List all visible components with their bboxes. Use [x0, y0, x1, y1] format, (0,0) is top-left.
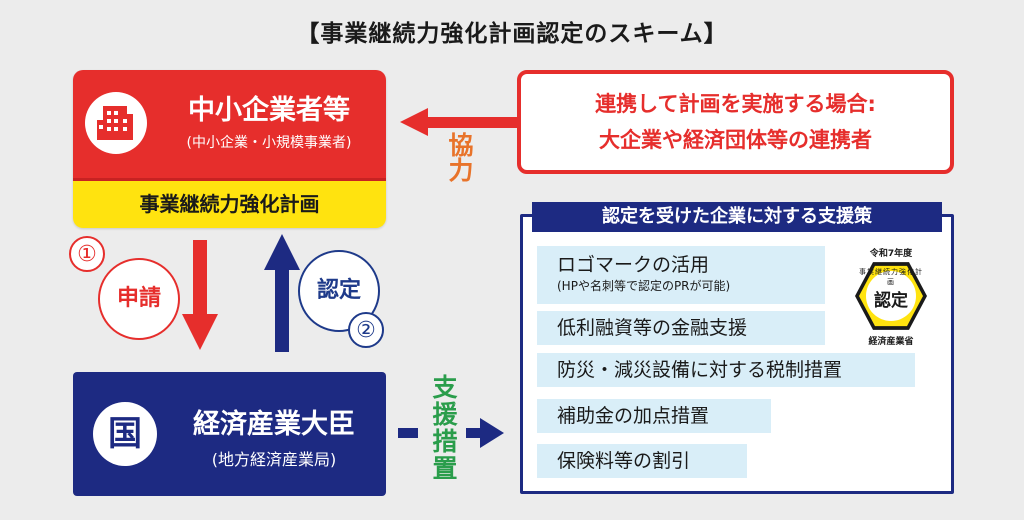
cooperation-label: 協力 [434, 132, 484, 182]
cooperation-arrow [400, 108, 518, 136]
support-item-insurance: 保険料等の割引 [537, 444, 747, 478]
support-item-label: ロゴマークの活用 [557, 254, 710, 276]
certification-seal: 令和7年度 事業継続力強化計画 認定 経済産業省 [838, 246, 944, 350]
seal-year: 令和7年度 [869, 249, 913, 259]
partner-line-2: 大企業や経済団体等の連携者 [599, 128, 872, 152]
seal-ring-text: 事業継続力強化計画 [859, 268, 923, 286]
apply-step-number: ① [69, 236, 105, 272]
support-panel-header: 認定を受けた企業に対する支援策 [532, 202, 942, 232]
sme-subtitle: (中小企業・小規模事業者) [186, 135, 352, 151]
apply-label: 申請 [98, 258, 180, 340]
support-arrow [398, 418, 504, 448]
support-item-subsidy: 補助金の加点措置 [537, 399, 771, 433]
apply-arrow [182, 240, 218, 350]
sme-title: 中小企業者等 [188, 95, 350, 126]
ministry-box: 国 経済産業大臣 (地方経済産業局) [73, 372, 386, 496]
certify-step-number: ② [348, 312, 384, 348]
support-measures-label: 支援措置 [418, 374, 468, 482]
seal-issuer: 経済産業省 [868, 337, 914, 347]
building-icon [85, 92, 147, 154]
ministry-title: 経済産業大臣 [193, 409, 355, 440]
sme-box-header: 中小企業者等 (中小企業・小規模事業者) [73, 70, 386, 178]
cooperation-label-text: 協力 [445, 132, 474, 182]
partner-line-1: 連携して計画を実施する場合: [595, 92, 876, 116]
support-item-logo: ロゴマークの活用 (HPや名刺等で認定のPRが可能) [537, 246, 825, 304]
support-item-finance: 低利融資等の金融支援 [537, 311, 825, 345]
country-icon: 国 [93, 402, 157, 466]
page-title: 【事業継続力強化計画認定のスキーム】 [296, 21, 728, 47]
sme-box: 中小企業者等 (中小企業・小規模事業者) 事業継続力強化計画 [73, 70, 386, 228]
sme-plan-label: 事業継続力強化計画 [73, 178, 386, 228]
seal-ring [866, 271, 916, 321]
certify-arrow [264, 234, 300, 352]
support-item-tax: 防災・減災設備に対する税制措置 [537, 353, 915, 387]
seal-center-text: 認定 [874, 291, 908, 311]
ministry-subtitle: (地方経済産業局) [211, 450, 337, 469]
support-measures-label-text: 支援措置 [429, 374, 458, 482]
support-item-note: (HPや名刺等で認定のPRが可能) [557, 279, 731, 293]
partner-box: 連携して計画を実施する場合: 大企業や経済団体等の連携者 [517, 70, 954, 174]
